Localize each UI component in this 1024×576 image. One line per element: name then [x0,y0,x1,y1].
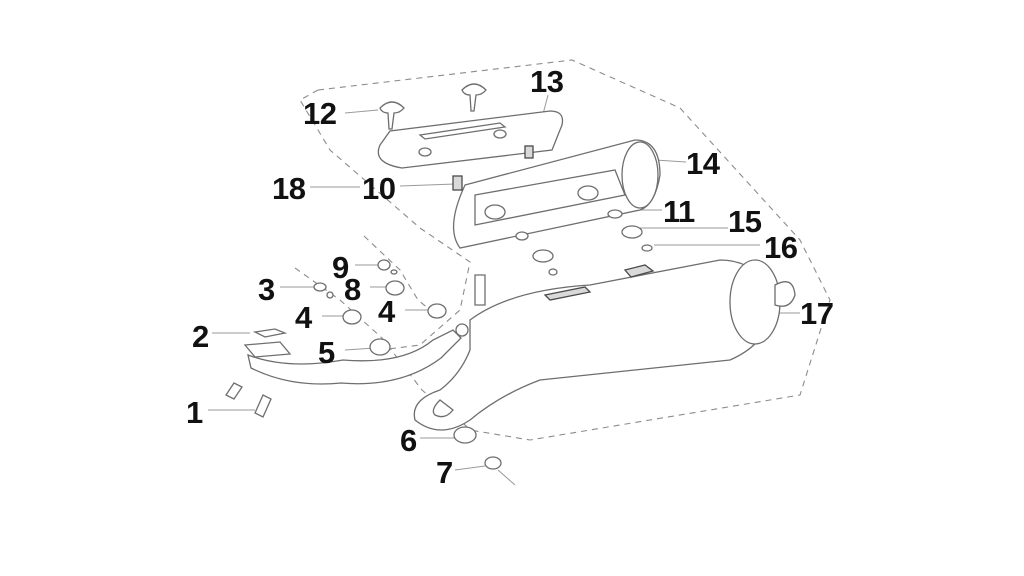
callout-16: 16 [764,230,798,265]
pin-part-12 [379,83,487,130]
callout-14: 14 [686,146,720,181]
inner-dashed-line [363,235,441,319]
callout-10: 10 [362,171,396,206]
callout-17: 17 [800,296,834,331]
muffler-body-part-17 [413,259,796,431]
callout-8: 8 [344,272,361,307]
callout-4b: 4 [378,294,395,329]
callout-9: 9 [332,250,349,285]
leader-7 [454,465,486,471]
callout-6: 6 [400,423,417,458]
stud-part-1 [225,382,272,418]
group-boundary-dashed [317,59,831,441]
leader-10 [399,183,456,187]
callout-15: 15 [728,204,762,239]
callout-11: 11 [663,194,695,229]
callout-3: 3 [258,272,275,307]
washers-15-16 [515,209,653,276]
nut-part-6 [453,426,477,444]
exhaust-pipe [247,323,469,418]
heat-shield-part-13 [377,110,564,169]
hardware-3-4-5-8-9 [313,259,447,356]
bolt-part-7 [484,456,516,486]
callout-4a: 4 [295,300,312,335]
callout-13: 13 [530,64,564,99]
gasket-part-2 [243,328,292,358]
callout-5: 5 [318,335,335,370]
leader-12 [344,109,379,114]
callout-12: 12 [303,96,337,131]
callout-18: 18 [272,171,306,206]
callout-2: 2 [192,319,209,354]
leader-14 [654,159,687,163]
muffler-cover-part-14 [452,139,661,249]
callout-7: 7 [436,455,453,490]
callout-1: 1 [186,395,203,430]
